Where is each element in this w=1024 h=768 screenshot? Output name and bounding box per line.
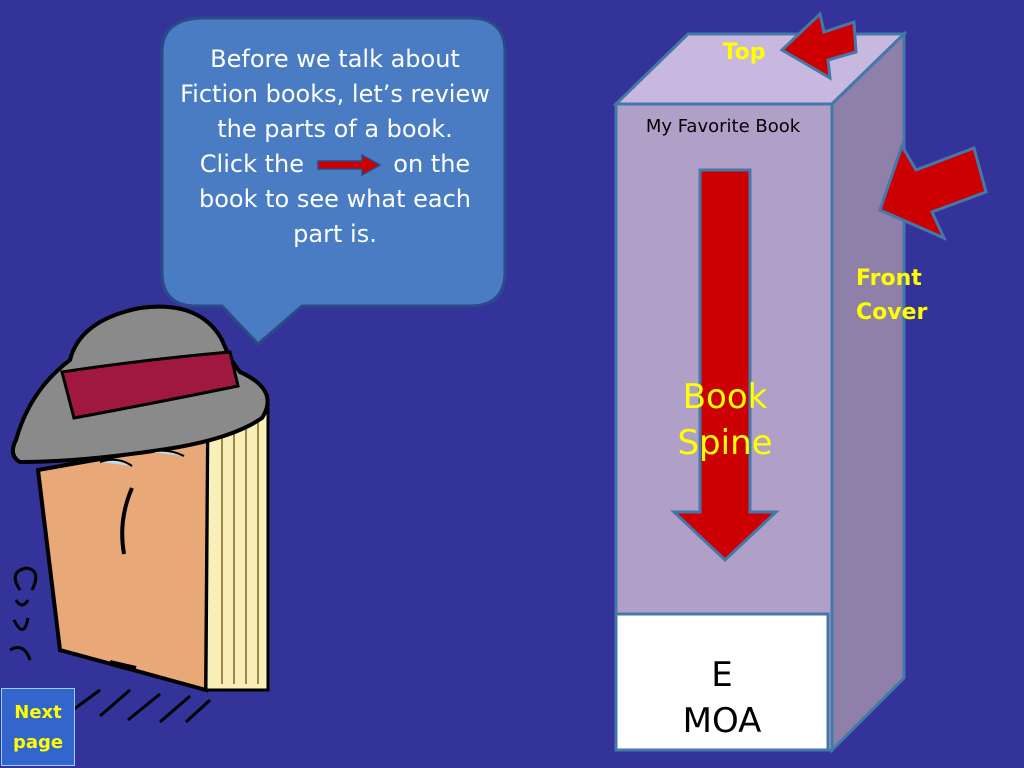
spine-label: Book Spine xyxy=(650,374,800,466)
front-cover-label: Front Cover xyxy=(856,262,952,330)
next-page-button[interactable]: Next page xyxy=(1,688,75,766)
call-number-line1: E xyxy=(616,652,828,698)
book-title: My Favorite Book xyxy=(616,116,830,137)
call-number: E MOA xyxy=(616,652,828,744)
top-label: Top xyxy=(714,40,774,65)
next-page-line2: page xyxy=(2,728,74,758)
top-arrow-button[interactable] xyxy=(776,10,860,82)
next-page-line1: Next xyxy=(2,698,74,728)
front-cover-arrow-button[interactable] xyxy=(874,140,992,244)
call-number-line2: MOA xyxy=(616,698,828,744)
